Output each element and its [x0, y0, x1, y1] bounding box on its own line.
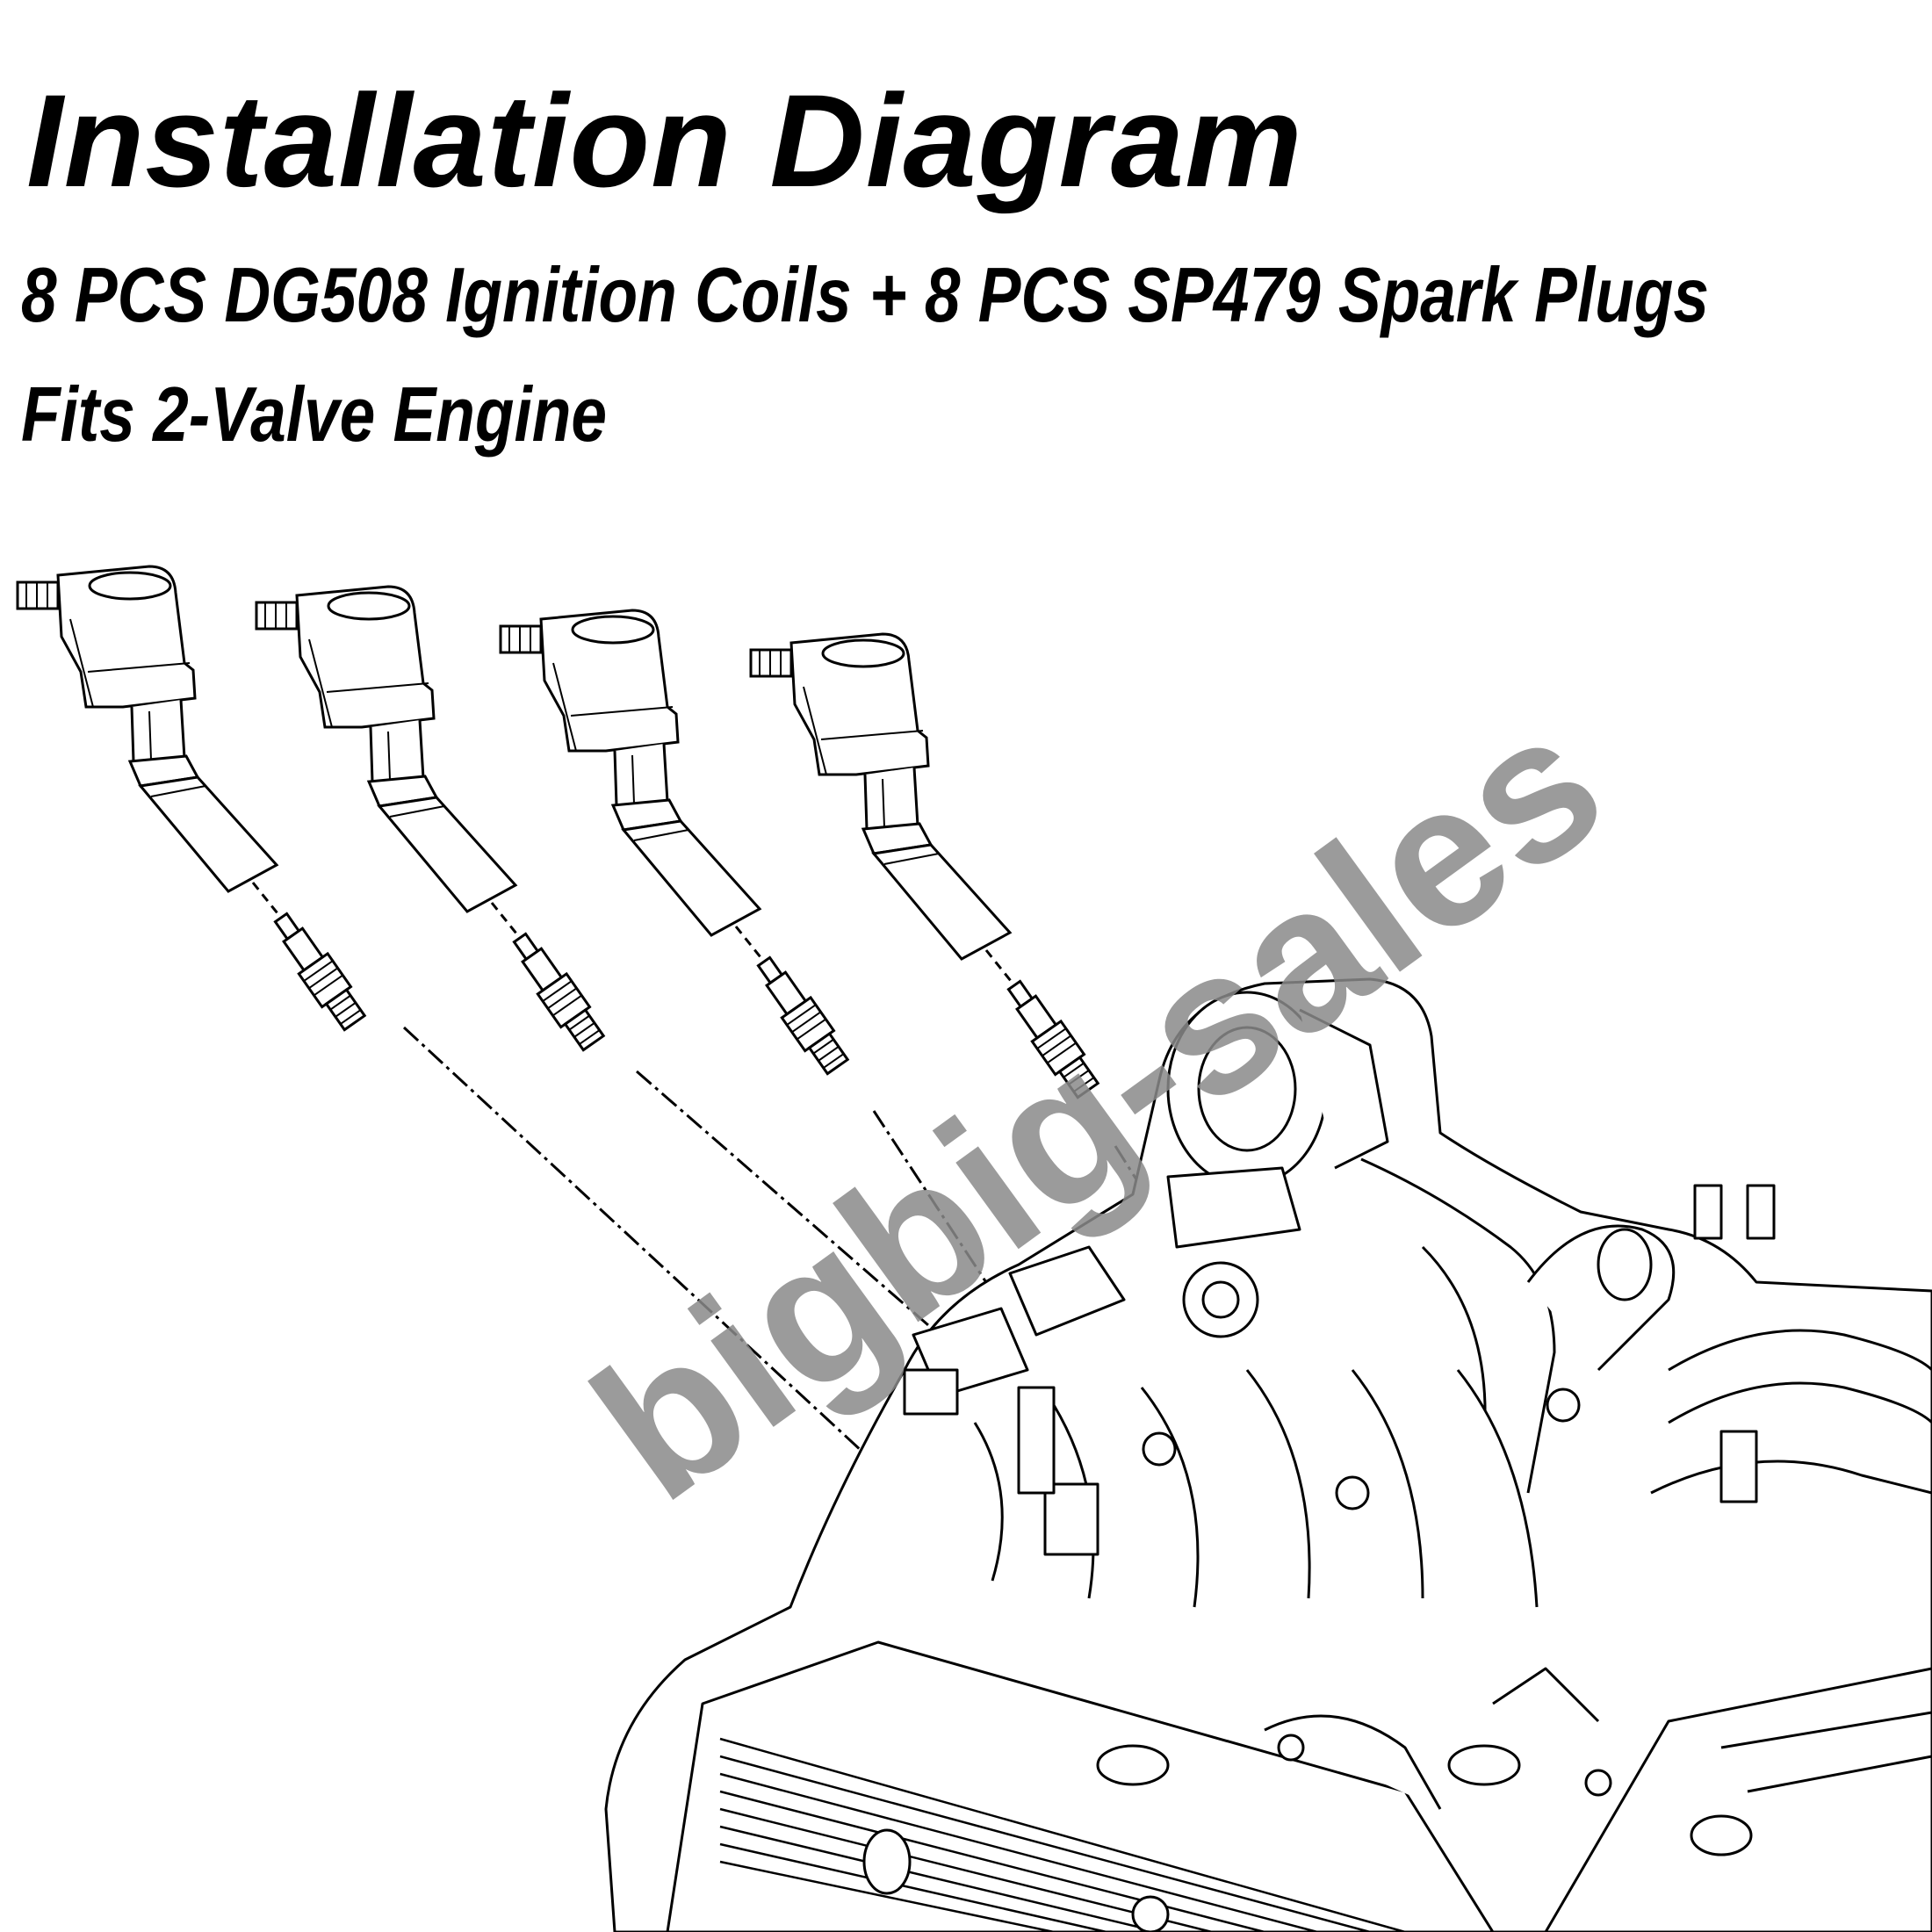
page-title: Installation Diagram — [26, 67, 1303, 214]
engine-block-drawing — [604, 977, 1932, 1932]
product-subtitle: 8 PCS DG508 Ignition Coils + 8 PCS SP479… — [21, 251, 1710, 338]
fitment-subtitle: Fits 2-Valve Engine — [21, 371, 608, 458]
